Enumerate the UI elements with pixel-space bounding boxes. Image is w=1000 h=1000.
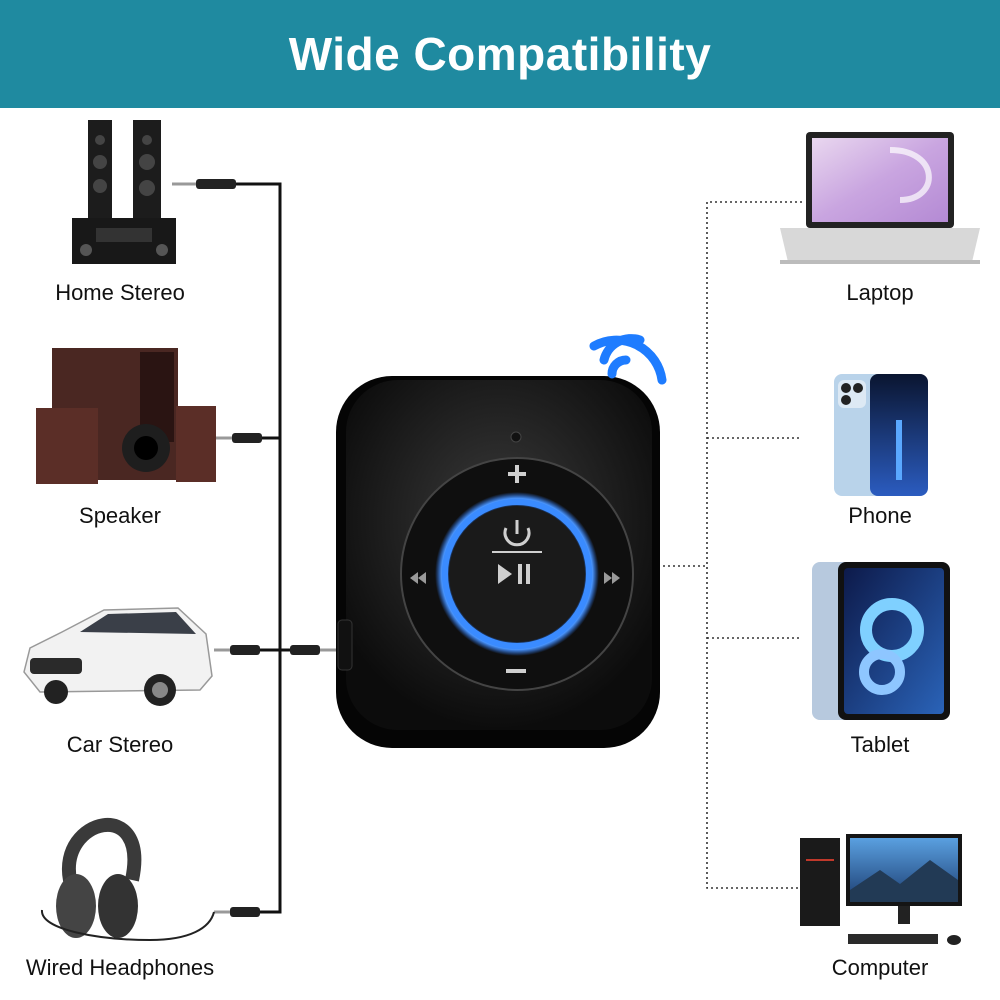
label-wired-headphones: Wired Headphones	[25, 955, 215, 980]
label-car-stereo: Car Stereo	[66, 732, 174, 757]
header-banner: Wide Compatibility	[0, 0, 1000, 108]
home-stereo-icon	[72, 120, 176, 264]
speaker-icon	[36, 348, 216, 484]
label-home-stereo: Home Stereo	[55, 280, 185, 305]
volume-up-icon	[508, 465, 526, 483]
volume-down-icon	[506, 669, 526, 673]
next-icon	[604, 572, 620, 584]
laptop-icon	[780, 132, 980, 264]
left-cables	[236, 182, 335, 914]
label-speaker: Speaker	[79, 503, 161, 528]
computer-icon	[800, 834, 962, 945]
label-computer: Computer	[831, 955, 929, 980]
right-connectors	[658, 201, 802, 889]
label-laptop: Laptop	[846, 280, 914, 305]
play-pause-icon	[498, 564, 530, 584]
receiver-device	[336, 376, 660, 748]
headphones-icon	[40, 818, 215, 942]
label-tablet: Tablet	[850, 732, 910, 757]
tablet-icon	[812, 562, 950, 720]
power-icon	[503, 520, 531, 547]
aux-plugs	[172, 179, 338, 917]
phone-icon	[834, 374, 928, 496]
previous-icon	[410, 572, 426, 584]
car-icon	[23, 607, 213, 706]
wireless-signal-icon	[589, 334, 667, 385]
page-title: Wide Compatibility	[288, 28, 712, 80]
label-phone: Phone	[848, 503, 912, 528]
